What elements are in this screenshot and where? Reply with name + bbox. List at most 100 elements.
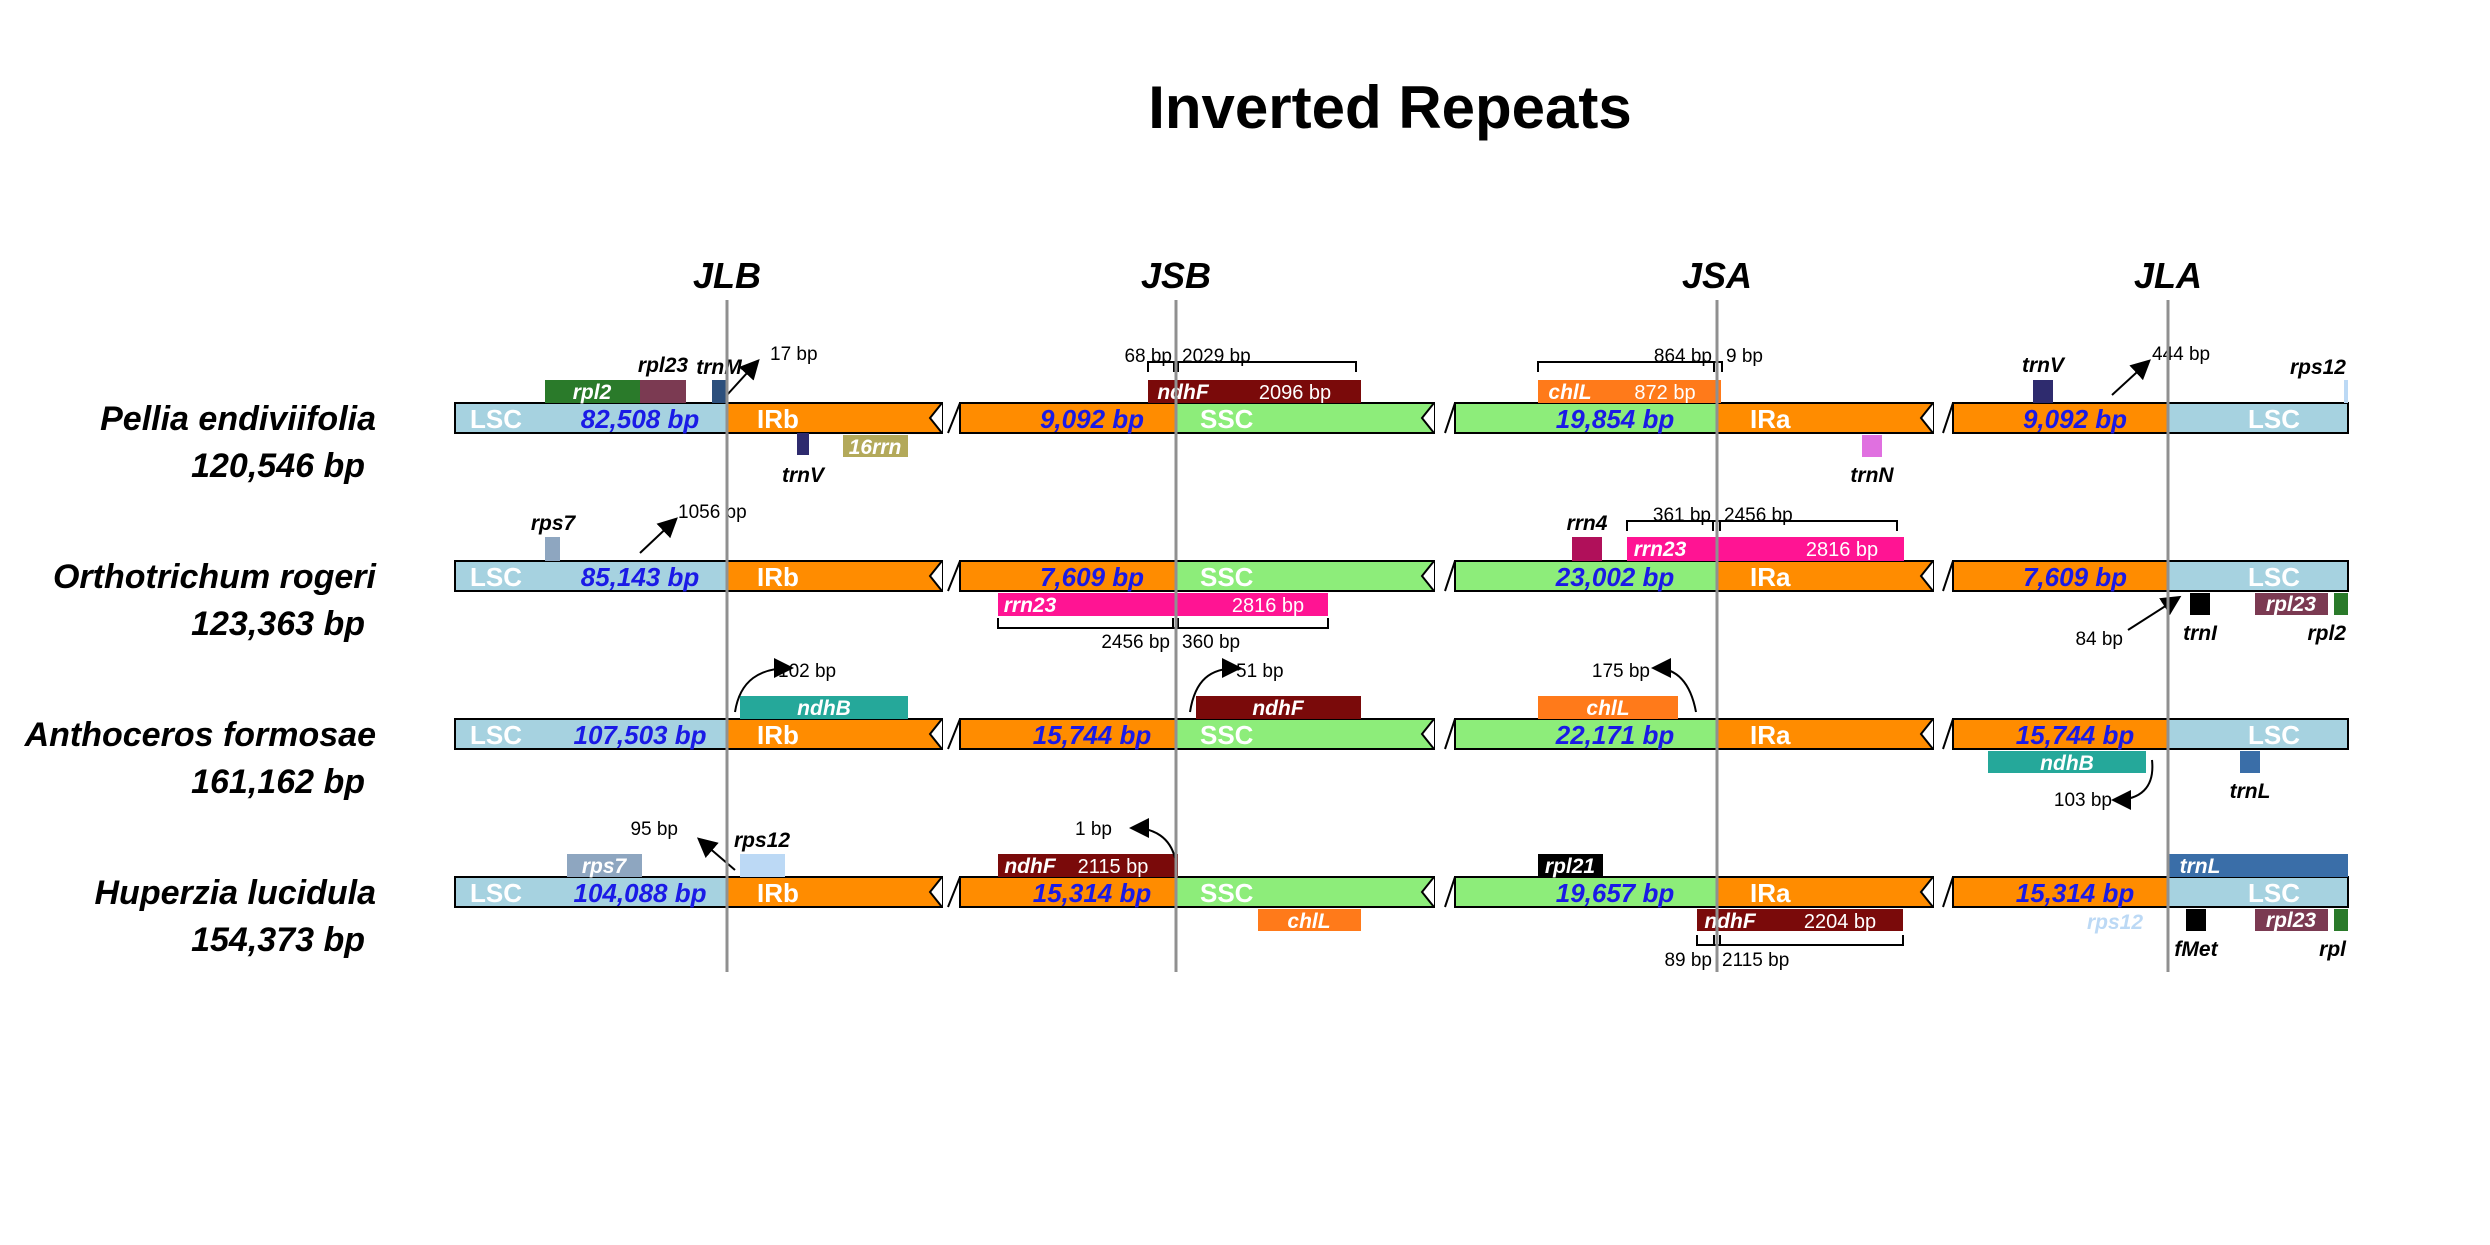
gene-trnV [797, 433, 809, 455]
break-mark [1919, 560, 1954, 592]
irb-region [726, 402, 943, 434]
gene-label: rps7 [531, 512, 577, 535]
irb-label: IRb [757, 562, 799, 592]
ira-length: 9,092 bp [2023, 404, 2127, 434]
gene-label: trnI [2183, 622, 2218, 645]
gene-rpl23 [2255, 593, 2328, 615]
gene-bp-label: 2816 bp [1806, 539, 1878, 561]
gene-chlL [1258, 909, 1361, 931]
distance-label: 89 bp [1664, 950, 1712, 971]
gene-rps12 [2344, 380, 2348, 403]
ira-region-right [1952, 560, 2169, 592]
break-mark [1919, 718, 1954, 750]
gene-bp-label: 2096 bp [1259, 382, 1331, 404]
distance-label: 9 bp [1726, 346, 1763, 367]
ssc-label: SSC [1200, 720, 1254, 750]
gene-label: trnV [782, 464, 826, 487]
gene-rrn23 [1627, 537, 1904, 561]
gene-chlL [1538, 380, 1721, 403]
break-mark [1420, 560, 1456, 592]
gene-rpl2 [545, 380, 640, 403]
break-mark [1420, 402, 1456, 434]
gene-rpl2 [2334, 909, 2348, 931]
distance-label: 68 bp [1124, 346, 1172, 367]
ira-label: IRa [1750, 878, 1791, 908]
ssc-label: SSC [1200, 878, 1254, 908]
gene-bp-label: 2204 bp [1804, 911, 1876, 933]
curved-arrow [1189, 658, 1242, 713]
distance-label: 2029 bp [1182, 346, 1251, 367]
distance-label: 444 bp [2152, 344, 2210, 365]
gene-label: ndhF [1157, 381, 1209, 404]
break-mark [1420, 718, 1456, 750]
gene-label: 16rrn [849, 436, 902, 459]
distance-label: 1 bp [1075, 819, 1112, 840]
species-row-1: Pellia endiviifolia 120,546 bp LSC 82,50… [100, 344, 2349, 487]
distance-arrow [696, 837, 736, 871]
break-mark [928, 876, 961, 908]
irb-region-right [959, 402, 1177, 434]
species-row-3: Anthoceros formosae 161,162 bp LSC 107,5… [24, 658, 2349, 811]
gene-ndhF [1148, 380, 1361, 403]
gene-label: trnM [696, 356, 742, 379]
gene-ndhF [1697, 909, 1903, 931]
gene-label: trnL [2180, 855, 2221, 878]
gene-label: rpl23 [2266, 593, 2317, 616]
distance-label: 175 bp [1592, 661, 1650, 682]
gene-label: rrn23 [1634, 538, 1687, 561]
ira-region [1716, 876, 1934, 908]
span-bracket [1537, 361, 1723, 372]
ssc-region-right [1454, 876, 1718, 908]
lsc-label: LSC [470, 878, 522, 908]
gene-label: chlL [1586, 697, 1629, 720]
lsc-region-right [2167, 876, 2349, 908]
irb-length: 7,609 bp [1040, 562, 1144, 592]
gene-rpl21 [1538, 854, 1603, 877]
lsc-label: LSC [470, 404, 522, 434]
irb-region-right [959, 560, 1177, 592]
junction-label-jlb: JLB [693, 255, 761, 296]
species-name: Anthoceros formosae [24, 716, 376, 754]
span-bracket [1147, 361, 1357, 372]
distance-label: 361 bp [1653, 505, 1711, 526]
distance-arrow [2111, 359, 2151, 396]
gene-label: rps12 [734, 829, 790, 852]
ira-region-right [1952, 402, 2169, 434]
gene-ndhF [1196, 696, 1361, 719]
distance-label: 102 bp [778, 661, 836, 682]
ira-length: 15,744 bp [2016, 720, 2135, 750]
distance-arrow [2127, 595, 2182, 631]
species-length: 154,373 bp [191, 921, 365, 959]
lsc-length: 107,503 bp [574, 720, 707, 750]
curved-arrow [1129, 818, 1176, 859]
diagram-title: Inverted Repeats [1148, 74, 1632, 141]
break-mark [928, 560, 961, 592]
lsc-region-right [2167, 560, 2349, 592]
break-mark [1420, 876, 1456, 908]
gene-label: rrn23 [1004, 594, 1057, 617]
gene-label: trnL [2230, 780, 2271, 803]
gene-label: rpl [2319, 938, 2347, 961]
gene-label: fMet [2174, 938, 2218, 961]
distance-label: 360 bp [1182, 632, 1240, 653]
gene-label: rps12 [2290, 356, 2346, 379]
ira-region-right [1952, 876, 2169, 908]
distance-arrow [639, 517, 678, 554]
species-name: Orthotrichum rogeri [53, 558, 378, 596]
gene-label: trnV [2022, 354, 2066, 377]
gene-ndhB [1988, 751, 2146, 773]
gene-trnI [2190, 593, 2210, 615]
gene-label: trnN [1850, 464, 1894, 487]
distance-label: 95 bp [630, 819, 678, 840]
ssc-length: 19,657 bp [1556, 878, 1675, 908]
ssc-label: SSC [1200, 404, 1254, 434]
ssc-region-right [1454, 718, 1718, 750]
irb-region-right [959, 718, 1177, 750]
gene-trnV [2033, 380, 2053, 403]
gene-rpl2 [2334, 593, 2348, 615]
junction-label-jsb: JSB [1141, 255, 1211, 296]
irb-label: IRb [757, 720, 799, 750]
gene-bp-label: 2115 bp [1078, 856, 1149, 878]
distance-arrow [726, 359, 760, 396]
distance-label: 2456 bp [1724, 505, 1793, 526]
